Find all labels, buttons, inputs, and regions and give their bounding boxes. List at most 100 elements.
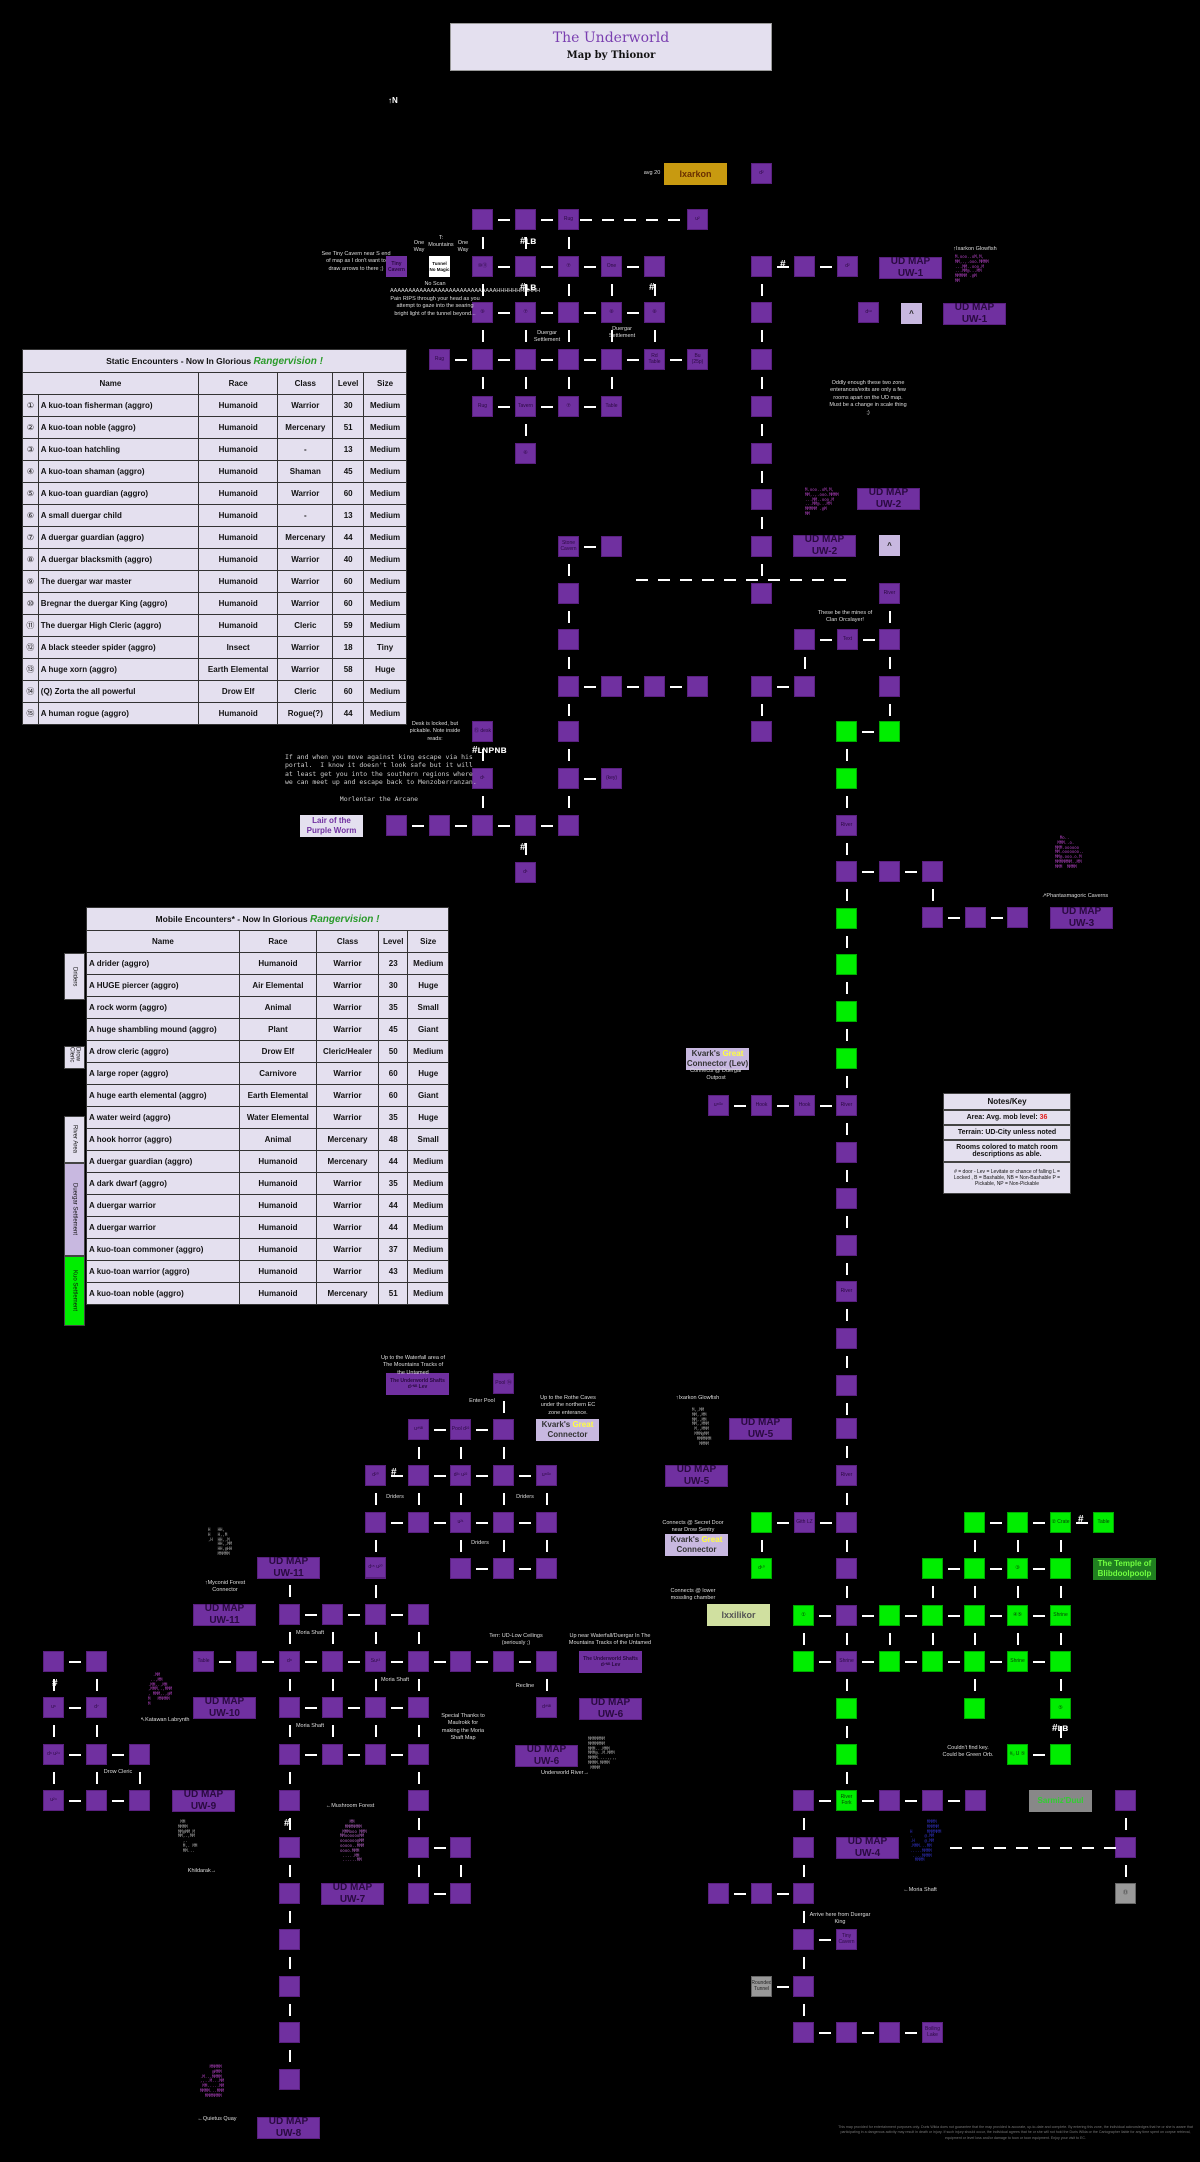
map-room[interactable] — [751, 536, 772, 557]
map-room[interactable]: Hook — [751, 1095, 772, 1116]
map-room[interactable] — [408, 1697, 429, 1718]
map-room[interactable]: ⑧ — [644, 302, 665, 323]
map-room[interactable] — [965, 907, 986, 928]
ud-map-link-uw6b[interactable]: UD MAP UW-6 — [515, 1744, 578, 1767]
map-room[interactable] — [751, 721, 772, 742]
map-room[interactable] — [879, 1790, 900, 1811]
map-room[interactable]: u² — [687, 209, 708, 230]
map-room[interactable] — [836, 1235, 857, 1256]
map-room[interactable] — [408, 1512, 429, 1533]
map-room[interactable]: d¹⁵ u²⁰ — [365, 1557, 386, 1578]
map-room[interactable] — [964, 1512, 985, 1533]
map-room[interactable]: d¹ᵘ — [858, 302, 879, 323]
map-room[interactable] — [536, 1651, 557, 1672]
map-room[interactable] — [836, 768, 857, 789]
map-room[interactable] — [450, 1837, 471, 1858]
map-room[interactable]: u⁸ᴳᶜ — [708, 1095, 729, 1116]
map-room[interactable] — [644, 676, 665, 697]
map-room[interactable] — [836, 1558, 857, 1579]
map-room[interactable] — [279, 1929, 300, 1950]
ud-map-link-uw11a[interactable]: UD MAP UW-11 — [257, 1556, 320, 1579]
map-room[interactable]: ⑤ — [1050, 1698, 1071, 1719]
map-room[interactable]: d² — [837, 256, 858, 277]
zone-kvark-connector-south[interactable]: Kvark's Great Connector — [665, 1534, 728, 1556]
map-room[interactable]: ⑮ desk — [472, 721, 493, 742]
map-room[interactable] — [322, 1651, 343, 1672]
map-room[interactable] — [922, 1790, 943, 1811]
map-room[interactable] — [558, 721, 579, 742]
map-room[interactable] — [751, 349, 772, 370]
map-room[interactable]: ⑦ — [515, 302, 536, 323]
map-room[interactable] — [86, 1651, 107, 1672]
map-room[interactable] — [708, 1883, 729, 1904]
map-room[interactable] — [964, 1651, 985, 1672]
map-room[interactable]: Su¹³ — [365, 1651, 386, 1672]
ud-map-link-uw11b[interactable]: UD MAP UW-11 — [193, 1603, 256, 1626]
map-room[interactable]: ④⑤ — [1007, 1605, 1028, 1626]
room-tiny-cavern-north[interactable]: Tiny Cavern — [386, 256, 407, 277]
map-room[interactable] — [558, 676, 579, 697]
map-room[interactable]: Stone Cavern — [558, 536, 579, 557]
map-room[interactable] — [472, 349, 493, 370]
map-room[interactable] — [836, 1142, 857, 1163]
map-room[interactable] — [879, 676, 900, 697]
map-room[interactable] — [279, 1744, 300, 1765]
map-room[interactable]: ⑩⑪ — [472, 256, 493, 277]
map-room[interactable] — [515, 256, 536, 277]
map-room[interactable] — [429, 815, 450, 836]
map-room[interactable] — [365, 1512, 386, 1533]
map-room[interactable] — [236, 1651, 257, 1672]
map-room[interactable]: Shrine — [836, 1651, 857, 1672]
map-room[interactable] — [794, 676, 815, 697]
map-room[interactable]: Rug — [558, 209, 579, 230]
ud-map-link-uw1a[interactable]: UD MAP UW-1 — [879, 256, 942, 279]
ud-map-link-uw3[interactable]: UD MAP UW-3 — [1050, 906, 1113, 929]
map-room[interactable] — [558, 768, 579, 789]
map-room[interactable] — [1115, 1790, 1136, 1811]
map-room[interactable] — [836, 1418, 857, 1439]
ud-map-link-uw2b[interactable]: UD MAP UW-2 — [793, 534, 856, 557]
map-room[interactable]: d²¹ u²² — [450, 1465, 471, 1486]
map-room[interactable] — [836, 1744, 857, 1765]
map-room[interactable] — [558, 815, 579, 836]
map-room[interactable] — [493, 1558, 514, 1579]
map-room[interactable]: Text — [837, 629, 858, 650]
map-room[interactable] — [751, 396, 772, 417]
map-room[interactable] — [386, 815, 407, 836]
map-room[interactable]: Boiling Lake — [922, 2022, 943, 2043]
ud-map-link-uw6a[interactable]: UD MAP UW-6 — [579, 1697, 642, 1720]
map-room[interactable] — [836, 908, 857, 929]
map-room[interactable] — [365, 1604, 386, 1625]
map-room[interactable]: ⑧ — [601, 302, 622, 323]
ud-map-link-uw5b[interactable]: UD MAP UW-5 — [665, 1464, 728, 1487]
map-room[interactable]: Pool d²² — [450, 1419, 471, 1440]
map-room[interactable]: Tiny Cavern — [836, 1929, 857, 1950]
map-room[interactable] — [793, 1651, 814, 1672]
map-room[interactable] — [836, 1001, 857, 1022]
map-room[interactable] — [279, 1604, 300, 1625]
map-room[interactable] — [558, 629, 579, 650]
map-room[interactable] — [751, 1883, 772, 1904]
map-room[interactable] — [751, 489, 772, 510]
map-room[interactable] — [536, 1558, 557, 1579]
map-room[interactable] — [365, 1697, 386, 1718]
map-room[interactable] — [322, 1697, 343, 1718]
map-room[interactable] — [794, 256, 815, 277]
map-room[interactable] — [408, 1837, 429, 1858]
map-room[interactable] — [601, 676, 622, 697]
map-room[interactable]: u⁶ — [43, 1697, 64, 1718]
zone-sarmiz-duul[interactable]: Sarmiz'Duul — [1029, 1790, 1092, 1812]
map-room[interactable]: Table — [193, 1651, 214, 1672]
map-room[interactable]: d¹ — [472, 768, 493, 789]
map-room[interactable]: (key) — [601, 768, 622, 789]
zone-ixxilikor[interactable]: Ixxilikor — [707, 1604, 770, 1626]
map-room[interactable] — [922, 1605, 943, 1626]
map-room[interactable] — [86, 1790, 107, 1811]
map-room[interactable]: Rug — [472, 396, 493, 417]
map-room[interactable] — [836, 1188, 857, 1209]
ud-map-link-uw4[interactable]: UD MAP UW-4 — [836, 1836, 899, 1859]
map-room[interactable] — [322, 1604, 343, 1625]
map-room[interactable]: River — [879, 583, 900, 604]
map-room[interactable] — [1050, 1558, 1071, 1579]
